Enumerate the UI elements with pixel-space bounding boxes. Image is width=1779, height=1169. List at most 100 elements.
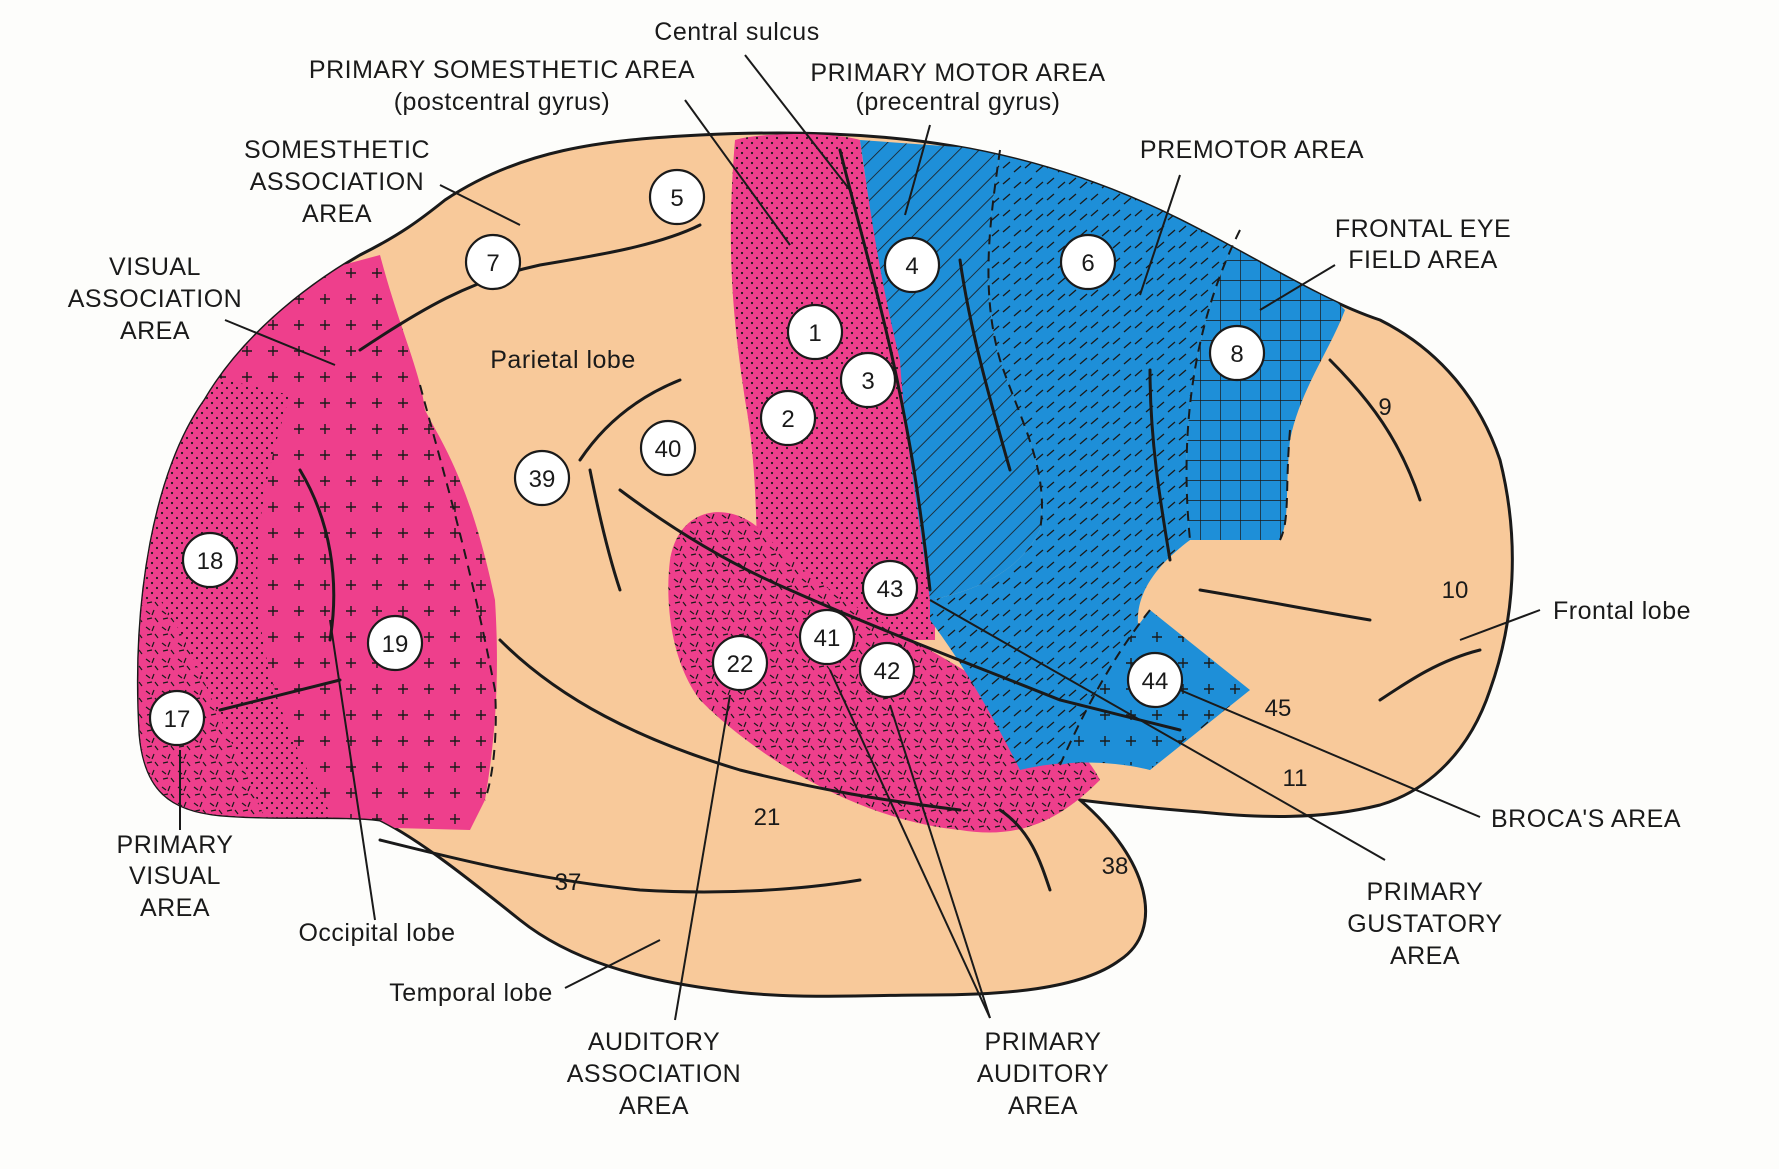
svg-text:1: 1 [808,320,821,347]
area-number-45: 45 [1265,695,1292,722]
label-primary-auditory-3: AREA [1008,1092,1078,1120]
label-occipital-lobe: Occipital lobe [298,919,455,947]
area-number-11: 11 [1283,765,1308,792]
area-circle-19: 19 [366,614,424,672]
svg-text:3: 3 [861,368,874,395]
area-circle-43: 43 [861,559,919,617]
area-circle-6: 6 [1059,233,1117,291]
area-circle-3: 3 [839,351,897,409]
label-primary-gustatory-1: PRIMARY [1367,878,1484,906]
area-circle-8: 8 [1208,324,1266,382]
area-number-9: 9 [1378,394,1391,421]
area-number-10: 10 [1442,577,1469,604]
label-visual-assoc-2: ASSOCIATION [68,285,243,313]
parietal-fold-2 [588,468,622,592]
parietal-sulcus-line [358,223,702,352]
label-primary-auditory-2: AUDITORY [977,1060,1109,1088]
frontal-eye-field-region [1186,230,1345,540]
area-circle-1: 1 [786,303,844,361]
central-sulcus-line [838,148,932,592]
occipital-fold-2 [298,468,336,642]
label-precentral-gyrus: (precentral gyrus) [856,88,1061,116]
label-visual-assoc-3: AREA [120,317,190,345]
svg-text:17: 17 [164,706,191,733]
area-circle-2: 2 [759,389,817,447]
label-frontal-lobe: Frontal lobe [1553,597,1691,625]
inferior-temporal-sulcus [378,838,862,894]
primary-somesthetic-region [730,134,935,640]
frontal-fold-2 [1328,358,1422,502]
label-auditory-assoc-2: ASSOCIATION [567,1060,742,1088]
svg-text:40: 40 [655,436,682,463]
area-circle-5: 5 [648,168,706,226]
label-primary-gustatory-2: GUSTATORY [1347,910,1502,938]
temporal-sulcus-line [498,638,962,812]
label-primary-gustatory-3: AREA [1390,942,1460,970]
lateral-sulcus-line [618,488,1182,732]
frontal-eye-boundary [1279,429,1291,541]
svg-text:2: 2 [781,406,794,433]
svg-text:18: 18 [197,548,224,575]
area-number-21: 21 [754,804,781,831]
svg-text:44: 44 [1142,668,1169,695]
label-primary-motor: PRIMARY MOTOR AREA [810,59,1105,87]
label-primary-visual-3: AREA [140,894,210,922]
label-auditory-assoc-1: AUDITORY [588,1028,720,1056]
label-visual-assoc-1: VISUAL [109,253,201,281]
svg-text:43: 43 [877,576,904,603]
label-primary-auditory-1: PRIMARY [985,1028,1102,1056]
svg-text:22: 22 [727,651,754,678]
label-somesthetic-assoc-2: ASSOCIATION [250,168,425,196]
visual-assoc-boundary [419,384,497,801]
area-circle-41: 41 [798,608,856,666]
svg-text:19: 19 [382,631,409,658]
area-circle-44: 44 [1126,651,1184,709]
area-number-37: 37 [555,869,582,896]
area-circle-7: 7 [464,233,522,291]
svg-text:39: 39 [529,466,556,493]
frontal-fold-3 [1378,648,1482,702]
svg-text:4: 4 [905,253,918,280]
svg-text:7: 7 [486,250,499,277]
label-somesthetic-assoc-3: AREA [302,200,372,228]
occipital-fold-1 [218,678,342,712]
leader-lines [179,54,1541,1021]
svg-text:5: 5 [670,185,683,212]
area-circle-4: 4 [883,236,941,294]
area-circle-42: 42 [858,641,916,699]
label-postcentral-gyrus: (postcentral gyrus) [394,88,611,116]
label-premotor: PREMOTOR AREA [1140,136,1364,164]
svg-text:6: 6 [1081,250,1094,277]
area-number-38: 38 [1102,853,1129,880]
motor-fold [958,258,1012,472]
frontal-fold-1 [1198,588,1372,622]
premotor-fold [1148,368,1172,562]
label-frontal-eye-1: FRONTAL EYE [1335,215,1511,243]
label-primary-visual-1: PRIMARY [117,831,234,859]
label-somesthetic-assoc-1: SOMESTHETIC [244,136,430,164]
label-primary-somesthetic: PRIMARY SOMESTHETIC AREA [309,56,695,84]
area-circle-18: 18 [181,531,239,589]
label-parietal-lobe: Parietal lobe [490,346,635,374]
label-primary-visual-2: VISUAL [129,862,221,890]
svg-text:42: 42 [874,658,901,685]
area-circle-22: 22 [711,634,769,692]
svg-text:41: 41 [814,625,841,652]
area-circle-17: 17 [148,689,206,747]
area-circle-40: 40 [639,419,697,477]
label-auditory-assoc-3: AREA [619,1092,689,1120]
svg-text:8: 8 [1230,341,1243,368]
label-central-sulcus: Central sulcus [654,18,819,46]
premotor-eye-boundary [1185,229,1241,541]
premotor-region [930,150,1250,770]
motor-premotor-boundary [987,149,1043,531]
broca-boundary [1059,609,1151,766]
area-circle-39: 39 [513,449,571,507]
label-brocas-area: BROCA'S AREA [1491,805,1681,833]
temporal-fold [998,808,1052,892]
label-temporal-lobe: Temporal lobe [389,979,553,1007]
label-frontal-eye-2: FIELD AREA [1348,246,1498,274]
parietal-fold-1 [578,378,682,462]
